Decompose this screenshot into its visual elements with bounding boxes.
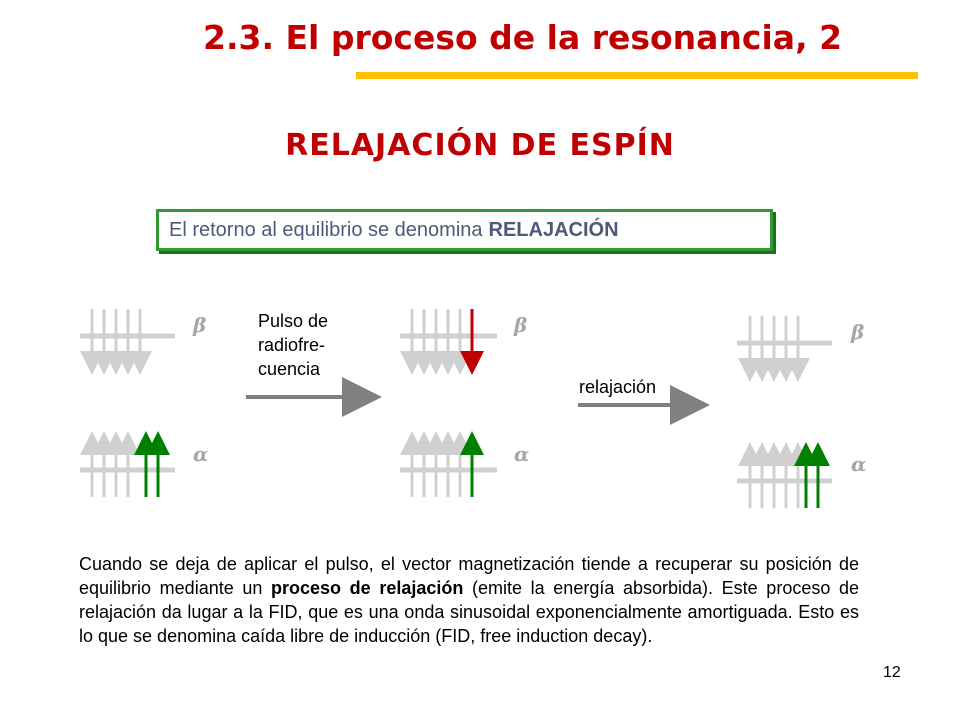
alpha-label-3: α: [851, 452, 867, 476]
definition-text: El retorno al equilibrio se denomina: [169, 218, 483, 241]
paragraph-part1: Cuando se deja de aplicar el pulso, el v…: [79, 554, 859, 598]
pulse-label-line1: Pulso de: [258, 311, 329, 331]
page-number: 12: [883, 664, 901, 681]
paragraph-part2: (emite la energía absorbida). Este proce…: [79, 578, 860, 646]
beta-label-1: β: [193, 313, 207, 337]
alpha-label-2: α: [514, 442, 530, 466]
paragraph-bold: proceso de relajación: [271, 578, 464, 598]
relaxation-label: relajación: [579, 377, 657, 397]
title-underline: [356, 72, 918, 79]
pulse-label-line2: radiofre-: [258, 335, 326, 355]
definition-box: El retorno al equilibrio se denomina REL…: [156, 209, 773, 251]
explanation-paragraph: Cuando se deja de aplicar el pulso, el v…: [79, 552, 859, 648]
alpha-label-1: α: [193, 442, 209, 466]
pulse-label-line3: cuencia: [258, 359, 321, 379]
pulse-label: Pulso de radiofre- cuencia: [258, 309, 328, 381]
definition-term: RELAJACIÓN: [488, 218, 619, 241]
slide-title: 2.3. El proceso de la resonancia, 2: [203, 18, 843, 57]
beta-label-3: β: [851, 320, 865, 344]
beta-label-2: β: [514, 313, 528, 337]
section-heading: RELAJACIÓN DE ESPÍN: [285, 128, 675, 163]
